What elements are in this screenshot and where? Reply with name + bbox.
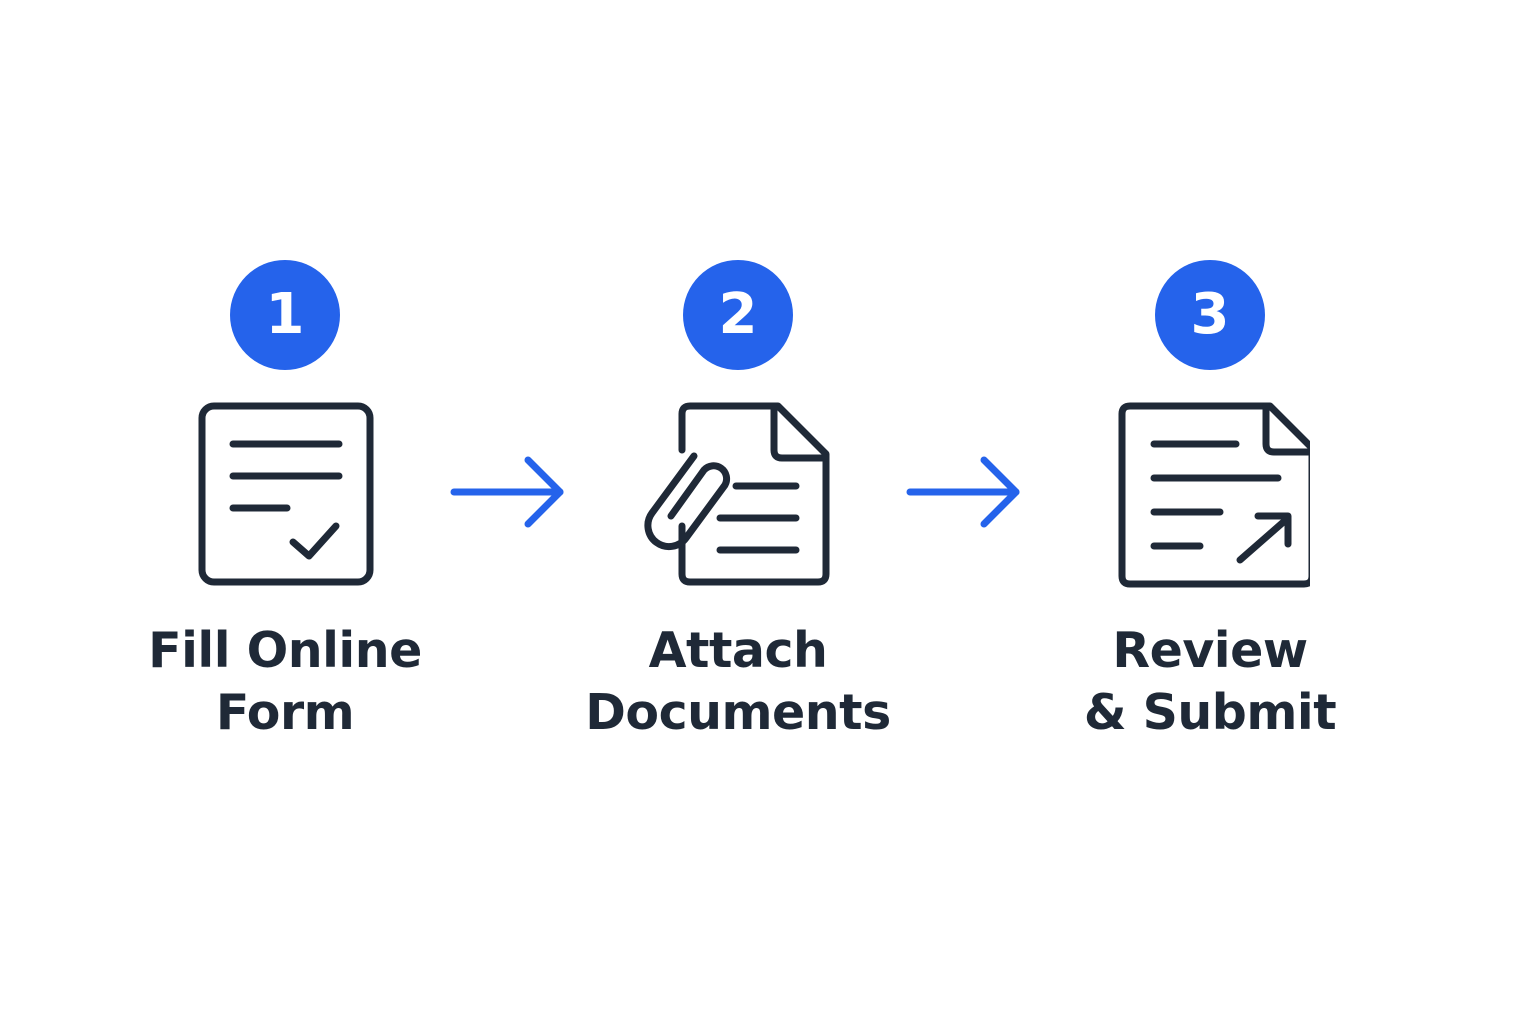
arrow-right-icon xyxy=(450,456,564,528)
document-paperclip-icon xyxy=(644,402,830,586)
document-submit-arrow-icon xyxy=(1118,402,1310,588)
step-number-badge: 1 xyxy=(230,260,340,370)
step-label: Review & Submit xyxy=(1040,620,1380,744)
form-checkmark-icon xyxy=(198,402,374,586)
step-label-line-2: Form xyxy=(215,684,355,741)
arrow-right-icon xyxy=(906,456,1020,528)
step-label: Attach Documents xyxy=(568,620,908,744)
step-2: 2 Attach Documents xyxy=(568,258,908,758)
step-label-line-1: Review xyxy=(1112,622,1308,679)
step-3: 3 Review & Submit xyxy=(1040,258,1380,758)
step-label-line-1: Attach xyxy=(648,622,828,679)
step-number-badge: 3 xyxy=(1155,260,1265,370)
step-label-line-2: Documents xyxy=(585,684,891,741)
step-label-line-2: & Submit xyxy=(1083,684,1337,741)
step-label: Fill Online Form xyxy=(115,620,455,744)
step-label-line-1: Fill Online xyxy=(148,622,422,679)
step-number-badge: 2 xyxy=(683,260,793,370)
step-1: 1 Fill Online Form xyxy=(115,258,455,758)
